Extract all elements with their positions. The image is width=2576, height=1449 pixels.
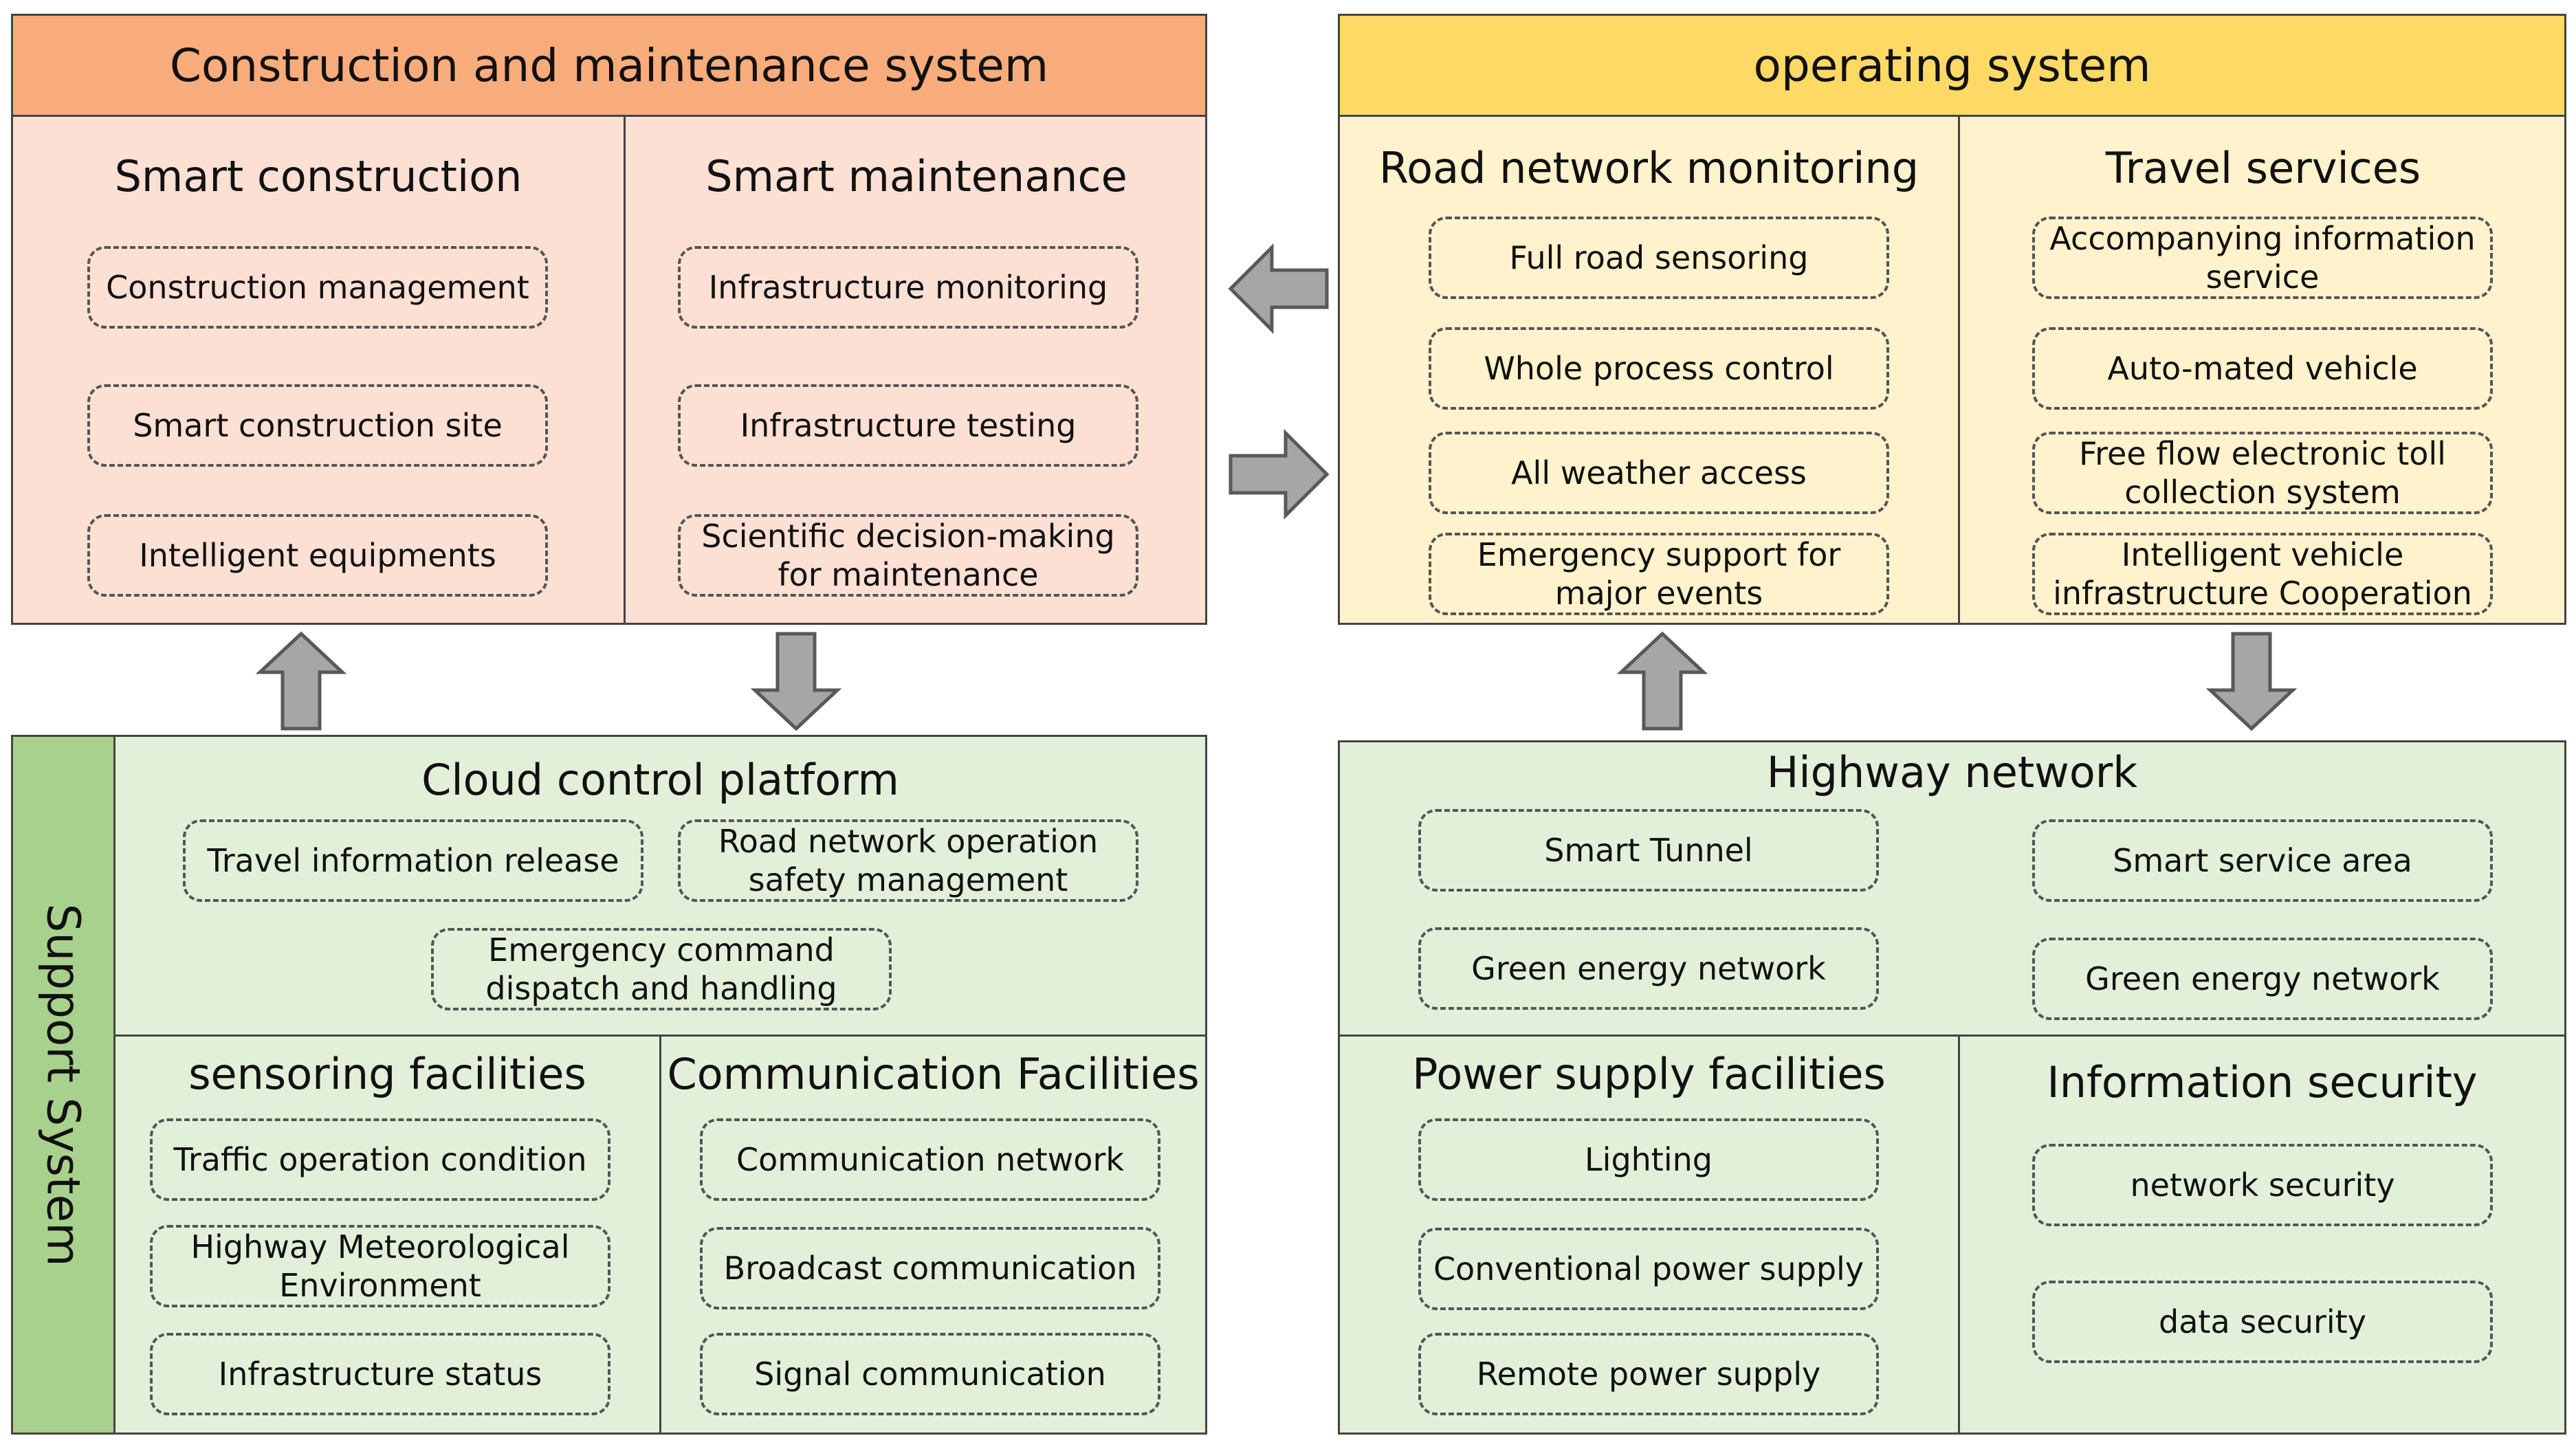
intelligent-equipments-item: Intelligent equipments (87, 514, 548, 597)
broadcast-communication-item: Broadcast communication (700, 1227, 1160, 1309)
signal-communication-item: Signal communication (700, 1333, 1160, 1415)
green-energy-network-item-right: Green energy network (2032, 938, 2493, 1020)
road-network-safety-item: Road network operation safety management (678, 819, 1138, 902)
highway-vdivider (1958, 1037, 1960, 1433)
support-vdivider (659, 1037, 661, 1433)
arrow-up-icon (255, 631, 347, 731)
smart-service-area-item: Smart service area (2032, 819, 2493, 902)
construction-system-title: Construction and maintenance system (169, 38, 1049, 92)
highway-hdivider (1340, 1035, 2564, 1037)
conventional-power-supply-item: Conventional power supply (1418, 1228, 1879, 1310)
arrow-down-icon (750, 632, 842, 731)
operating-system-title: operating system (1753, 38, 2151, 92)
highway-system-body (1338, 740, 2566, 1435)
network-security-item: network security (2032, 1144, 2493, 1226)
data-security-item: data security (2032, 1281, 2493, 1363)
vehicle-infrastructure-cooperation-item: Intelligent vehicle infrastructure Coope… (2032, 533, 2493, 615)
accompanying-information-item: Accompanying information service (2032, 217, 2493, 299)
arrow-right-icon (1229, 428, 1330, 520)
highway-network-title: Highway network (1766, 747, 2138, 797)
construction-management-item: Construction management (87, 246, 548, 329)
communication-facilities-title: Communication Facilities (667, 1049, 1200, 1099)
road-network-monitoring-title: Road network monitoring (1378, 143, 1919, 193)
lighting-item: Lighting (1418, 1118, 1879, 1201)
support-system-sidebar: Support System (11, 735, 115, 1435)
highway-meteorological-item: Highway Meteorological Environment (150, 1225, 610, 1307)
sensoring-facilities-title: sensoring facilities (188, 1049, 586, 1099)
power-supply-facilities-title: Power supply facilities (1412, 1049, 1886, 1099)
operating-divider (1958, 117, 1960, 625)
support-hdivider (115, 1035, 1205, 1037)
information-security-title: Information security (2047, 1057, 2478, 1107)
travel-information-release-item: Travel information release (183, 819, 643, 902)
smart-construction-site-item: Smart construction site (87, 384, 548, 467)
remote-power-supply-item: Remote power supply (1418, 1333, 1879, 1415)
emergency-support-item: Emergency support for major events (1429, 533, 1889, 615)
infrastructure-testing-item: Infrastructure testing (678, 384, 1138, 467)
communication-network-item: Communication network (700, 1118, 1160, 1201)
all-weather-access-item: All weather access (1429, 432, 1889, 514)
smart-tunnel-item: Smart Tunnel (1418, 809, 1879, 892)
construction-system-header: Construction and maintenance system (11, 14, 1207, 117)
infrastructure-status-item: Infrastructure status (150, 1333, 610, 1415)
cloud-control-platform-title: Cloud control platform (421, 755, 899, 805)
smart-construction-title: Smart construction (114, 151, 522, 201)
smart-maintenance-title: Smart maintenance (705, 151, 1127, 201)
infrastructure-monitoring-item: Infrastructure monitoring (678, 246, 1138, 329)
emergency-command-item: Emergency command dispatch and handling (431, 928, 892, 1010)
whole-process-control-item: Whole process control (1429, 327, 1889, 410)
traffic-operation-condition-item: Traffic operation condition (150, 1118, 610, 1201)
support-system-title: Support System (36, 903, 90, 1266)
full-road-sensoring-item: Full road sensoring (1429, 217, 1889, 299)
travel-services-title: Travel services (2105, 143, 2421, 193)
operating-system-header: operating system (1338, 14, 2566, 117)
arrow-down-icon (2205, 632, 2298, 731)
arrow-left-icon (1228, 243, 1329, 335)
construction-system-body (11, 115, 1207, 625)
free-flow-toll-item: Free flow electronic toll collection sys… (2032, 432, 2493, 514)
arrow-up-icon (1616, 631, 1708, 731)
scientific-decision-item: Scientific decision-making for maintenan… (678, 514, 1138, 597)
construction-divider (624, 117, 626, 625)
operating-system-body (1338, 115, 2566, 625)
automated-vehicle-item: Auto-mated vehicle (2032, 327, 2493, 410)
green-energy-network-item-left: Green energy network (1418, 927, 1879, 1010)
